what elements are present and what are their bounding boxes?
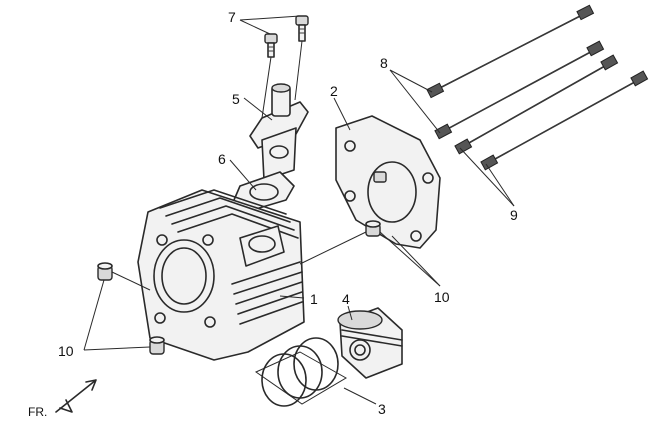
front-label: FR. xyxy=(28,405,47,419)
callout-9: 9 xyxy=(510,207,518,223)
dowel-b xyxy=(149,336,165,355)
stud-4 xyxy=(480,70,649,171)
stud-3 xyxy=(454,54,619,155)
callout-6: 6 xyxy=(218,151,226,167)
head-gasket xyxy=(335,115,441,249)
tensioner-assembly xyxy=(249,83,309,181)
piston xyxy=(337,307,403,379)
stud-1 xyxy=(426,4,595,99)
bolt-left xyxy=(264,33,278,58)
dowel-c xyxy=(365,220,381,237)
callout-2: 2 xyxy=(330,83,338,99)
leader-lines xyxy=(83,15,515,405)
callout-8: 8 xyxy=(380,55,388,71)
callout-4: 4 xyxy=(342,291,350,307)
front-direction-indicator: FR. xyxy=(28,379,97,419)
callout-5: 5 xyxy=(232,91,240,107)
callout-1: 1 xyxy=(310,291,318,307)
cylinder-block xyxy=(137,189,305,361)
callout-3: 3 xyxy=(378,401,386,417)
callout-7: 7 xyxy=(228,9,236,25)
callout-10-left: 10 xyxy=(58,343,74,359)
callout-10-right: 10 xyxy=(434,289,450,305)
stud-set xyxy=(426,4,649,171)
dowel-a xyxy=(97,262,113,281)
piston-ring-set xyxy=(254,337,347,407)
bolt-right xyxy=(295,15,309,42)
bolt-pair xyxy=(261,15,309,119)
stud-2 xyxy=(434,40,605,140)
